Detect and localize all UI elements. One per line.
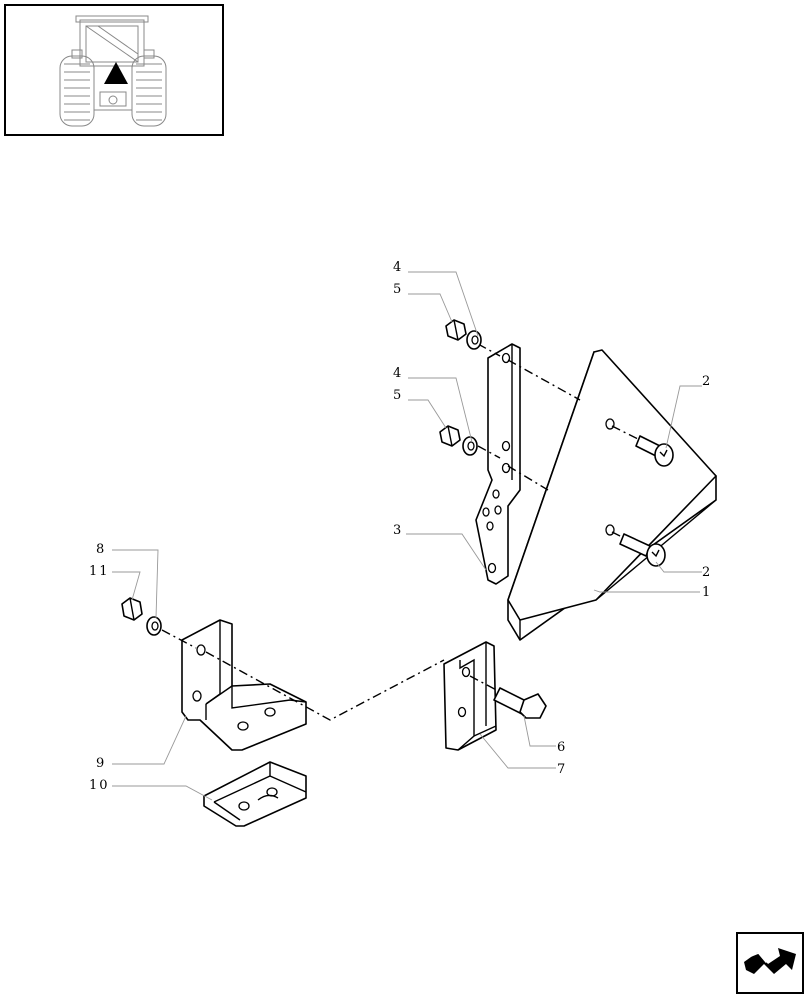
callout-2-upper: 2	[702, 374, 712, 389]
triangle-reflector-plate	[507, 349, 717, 641]
next-page-arrow-icon	[744, 944, 796, 974]
callout-6: 6	[557, 740, 567, 755]
nut-lower	[121, 597, 143, 621]
callout-11: 11	[89, 564, 110, 579]
nut-middle	[439, 425, 461, 447]
callout-7: 7	[557, 762, 567, 777]
leader-lines	[112, 271, 702, 801]
bolt-upper	[611, 425, 674, 467]
channel-bracket	[443, 641, 497, 751]
next-page-button[interactable]	[736, 932, 804, 994]
locator-thumbnail	[4, 4, 224, 136]
callout-10: 10	[89, 778, 110, 793]
callout-8: 8	[96, 542, 106, 557]
callout-5-upper: 5	[393, 282, 403, 297]
callout-9: 9	[96, 756, 106, 771]
callout-2-lower: 2	[702, 565, 712, 580]
washer-lower	[146, 616, 162, 636]
tractor-rear-locator-icon	[59, 15, 167, 127]
callout-1: 1	[702, 585, 712, 600]
l-bracket	[181, 619, 307, 751]
nut-upper	[445, 319, 467, 341]
location-marker-icon	[104, 62, 128, 84]
callout-3: 3	[393, 523, 403, 538]
vertical-strip-bracket	[475, 343, 521, 585]
washer-upper	[466, 330, 482, 350]
washer-middle	[462, 436, 478, 456]
callout-4-middle: 4	[393, 366, 403, 381]
callout-4-upper: 4	[393, 260, 403, 275]
bolt-lower	[611, 531, 666, 567]
support-plate	[203, 761, 307, 827]
callout-5-middle: 5	[393, 388, 403, 403]
hex-bolt	[469, 675, 547, 719]
